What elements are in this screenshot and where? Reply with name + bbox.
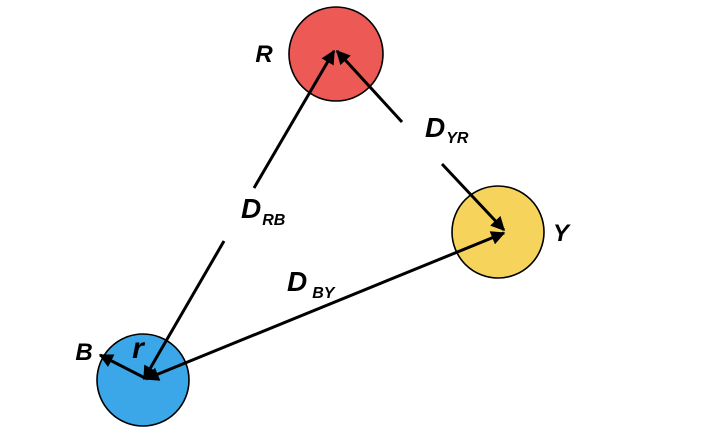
label-D-BY-main: D: [287, 266, 307, 297]
arrow-radius-r: [98, 353, 146, 380]
label-Y: Y: [553, 220, 571, 247]
label-B: B: [75, 339, 92, 366]
label-D-YR-subscript: YR: [446, 130, 469, 147]
arrow-d-by: [144, 231, 506, 381]
arrow-d-rb-upper: [252, 49, 336, 189]
label-D-BY: D BY: [287, 266, 336, 302]
arrow-d-yr-lower: [440, 162, 506, 232]
label-D-YR: DYR: [425, 112, 469, 147]
label-D-YR-main: D: [425, 112, 445, 143]
label-R: R: [255, 41, 273, 68]
label-r-main: r: [132, 332, 146, 365]
label-B-main: B: [75, 339, 92, 366]
arrow-d-yr-upper: [335, 49, 404, 124]
label-D-BY-subscript: BY: [312, 285, 336, 302]
label-R-main: R: [255, 41, 273, 68]
label-D-RB-main: D: [241, 193, 261, 224]
yellow-circle: [451, 185, 545, 279]
label-r: r: [132, 332, 146, 365]
label-D-RB: DRB: [241, 193, 285, 229]
label-Y-main: Y: [553, 220, 571, 247]
label-D-RB-subscript: RB: [262, 212, 285, 229]
